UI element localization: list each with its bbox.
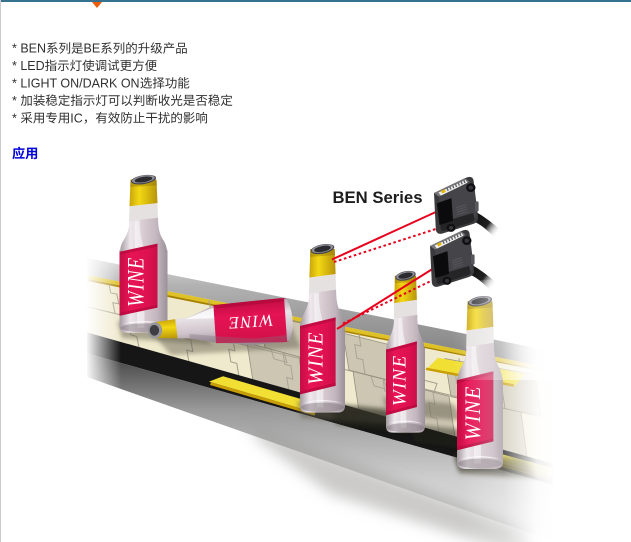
svg-text:IC: IC xyxy=(70,111,83,125)
svg-text:*: * xyxy=(12,111,20,125)
svg-text:* BEN: * BEN xyxy=(12,42,46,56)
svg-text:BEN Series: BEN Series xyxy=(333,188,423,207)
svg-text:*: * xyxy=(12,94,20,108)
svg-text:WINE: WINE xyxy=(227,311,274,333)
svg-text:BE: BE xyxy=(84,42,101,56)
svg-text:* LIGHT ON/DARK ON: * LIGHT ON/DARK ON xyxy=(12,77,140,91)
svg-text:* LED: * LED xyxy=(12,59,45,73)
